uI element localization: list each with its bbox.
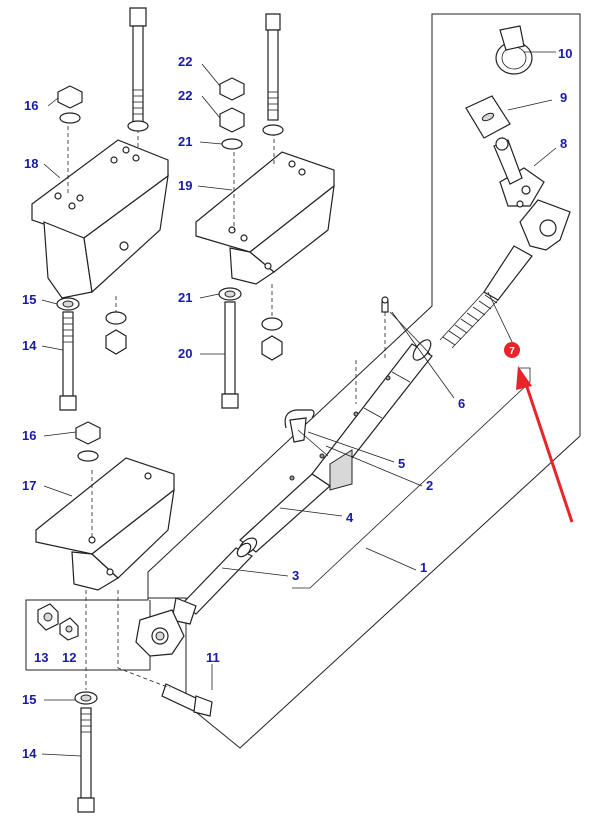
- label-15-lower: 15: [22, 692, 36, 707]
- bracket-upper-middle: [195, 132, 335, 285]
- label-2: 2: [426, 478, 433, 493]
- label-4: 4: [346, 510, 354, 525]
- label-15-upper: 15: [22, 292, 36, 307]
- highlight-marker: [504, 342, 520, 358]
- label-19: 19: [178, 178, 192, 193]
- label-5: 5: [398, 456, 405, 471]
- washer-15-upper: [56, 297, 80, 311]
- highlight-arrow-shaft: [522, 377, 574, 523]
- label-14-upper: 14: [22, 338, 37, 353]
- label-21-upper: 21: [178, 134, 192, 149]
- washer-15-lower: [74, 691, 98, 705]
- nut-16-lower: [75, 421, 101, 462]
- label-16-upper: 16: [24, 98, 38, 113]
- grease-nipple: [355, 296, 389, 404]
- label-22-lower: 22: [178, 88, 192, 103]
- hex-bolt: [161, 683, 213, 717]
- nuts-22: [219, 77, 245, 133]
- washer-plate: [465, 95, 511, 139]
- label-1: 1: [420, 560, 427, 575]
- bolt-20: [221, 301, 239, 409]
- top-pin: [493, 137, 545, 208]
- threaded-rod-upper: [439, 199, 571, 349]
- label-9: 9: [560, 90, 567, 105]
- label-13: 13: [34, 650, 48, 665]
- sub-assembly-frame: [292, 367, 531, 589]
- label-16-lower: 16: [22, 428, 36, 443]
- nut-12: [59, 617, 79, 641]
- tube-outer: [311, 339, 433, 491]
- nut-13: [37, 603, 59, 631]
- label-17: 17: [22, 478, 36, 493]
- label-6: 6: [458, 396, 465, 411]
- label-12: 12: [62, 650, 76, 665]
- nut-16-top: [57, 85, 83, 124]
- washer-21-lower: [218, 287, 242, 301]
- label-18: 18: [24, 156, 38, 171]
- label-14-lower: 14: [22, 746, 37, 761]
- callout-labels: 1 2 3 4 5 6 8 9 10 11 12 13 14 14 15 15 …: [22, 46, 572, 761]
- long-bolt-top-middle: [262, 13, 284, 136]
- assembly-boundary-outline: [147, 13, 581, 749]
- bolt-14-upper: [59, 311, 77, 411]
- highlight-marker-label: 7: [509, 346, 515, 357]
- long-bolt-top-left: [127, 7, 149, 132]
- bracket-upper-left: [31, 122, 169, 299]
- highlight-arrow-head: [516, 366, 532, 390]
- label-22-upper: 22: [178, 54, 192, 69]
- bolt-14-lower: [77, 707, 95, 813]
- washer-nut-bracket18: [105, 296, 127, 355]
- washer-nut-bracket19: [261, 284, 283, 361]
- linch-pin: [284, 409, 329, 457]
- label-11: 11: [206, 650, 220, 665]
- spring-clip: [495, 25, 533, 75]
- label-8: 8: [560, 136, 567, 151]
- washer-21-upper: [221, 138, 243, 150]
- nut-group-box: [25, 597, 186, 670]
- label-3: 3: [292, 568, 299, 583]
- lower-rod-eye: [135, 542, 253, 657]
- label-10: 10: [558, 46, 572, 61]
- leader-lines: [41, 51, 557, 757]
- label-21-lower: 21: [178, 290, 192, 305]
- label-20: 20: [178, 346, 192, 361]
- bolt-11-dash: [117, 590, 171, 689]
- bracket-lower-left: [35, 457, 175, 591]
